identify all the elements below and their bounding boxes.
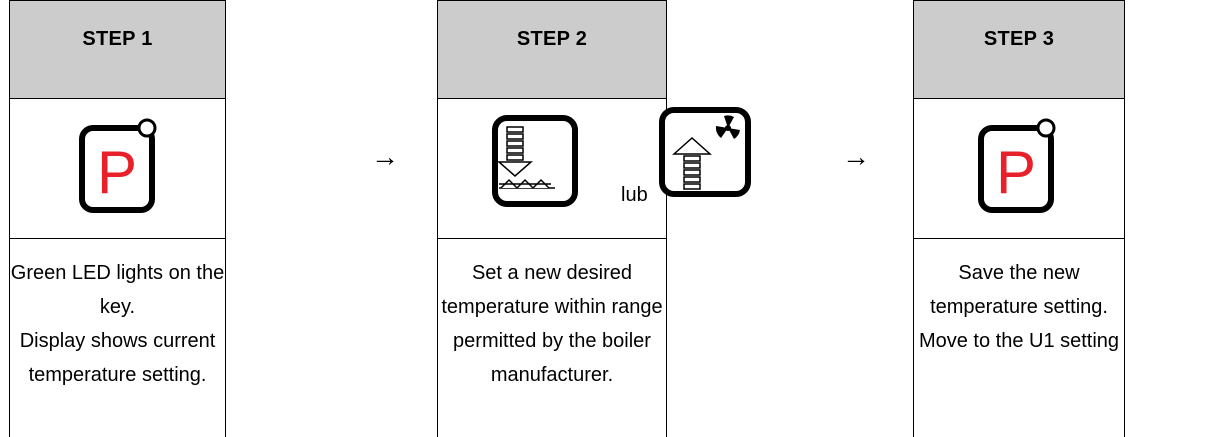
step-2-column: STEP 2 lub	[437, 0, 751, 437]
step-1-header: STEP 1	[10, 0, 225, 99]
step-3-icon-cell: P	[914, 99, 1124, 239]
p-key-icon: P	[978, 118, 1056, 213]
step-2-header: STEP 2	[438, 0, 666, 99]
step-1-title: STEP 1	[82, 28, 153, 50]
step-1-icon-cell: P	[10, 99, 225, 239]
step-3-column: STEP 3 P Save the new temperature settin…	[913, 0, 1125, 437]
p-key-icon: P	[79, 118, 157, 213]
step-1-column: STEP 1 P Green LED lights on the key. Di…	[9, 0, 226, 437]
up-arrow-fan-key-icon	[659, 107, 751, 197]
svg-text:P: P	[996, 139, 1036, 206]
step-2-title: STEP 2	[516, 28, 588, 50]
down-arrow-key-icon	[492, 115, 578, 207]
arrow-right-icon: →	[371, 141, 399, 172]
step-2-icon-cell: lub	[438, 99, 751, 239]
connector-or-label: lub	[621, 184, 648, 206]
step-3-description: Save the new temperature setting. Move t…	[918, 262, 1120, 352]
arrow-right-icon: →	[842, 141, 870, 172]
step-2-description: Set a new desired temperature within ran…	[441, 262, 663, 386]
step-1-description: Green LED lights on the key. Display sho…	[10, 262, 225, 386]
svg-text:P: P	[97, 139, 137, 206]
step-3-header: STEP 3	[914, 0, 1124, 99]
step-3-title: STEP 3	[983, 28, 1055, 50]
